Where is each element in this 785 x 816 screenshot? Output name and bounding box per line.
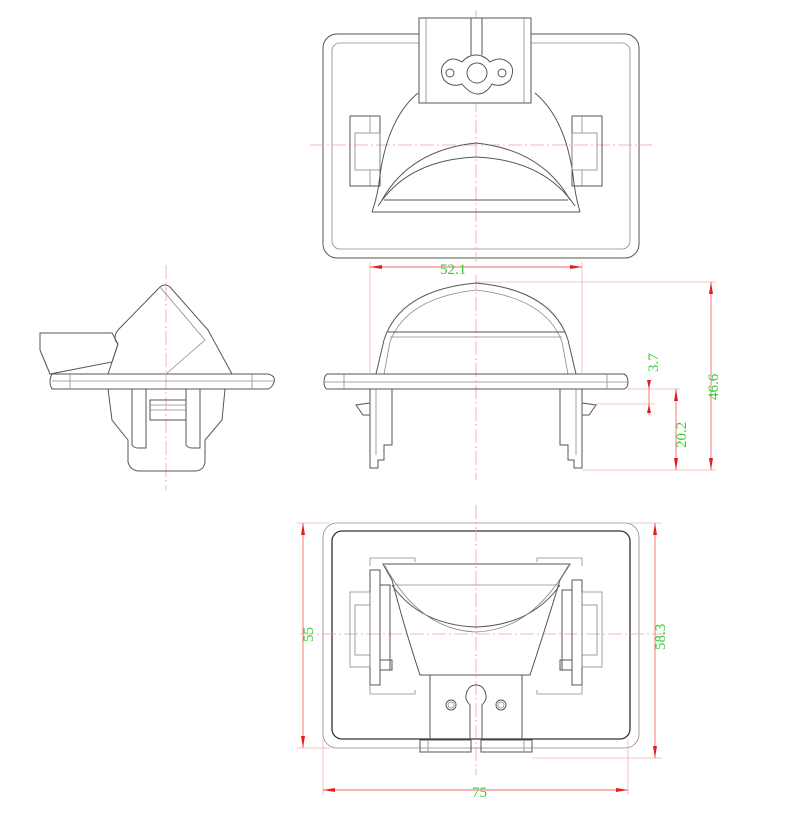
dimensions: 52.1 3.7 20.2 46.6 55 58.3 75	[297, 262, 722, 801]
dim-leg-height	[628, 388, 680, 470]
dim-label-flange-thickness: 3.7	[646, 353, 662, 372]
dim-bottom-outer-height	[532, 522, 662, 759]
left-side-view	[39, 265, 275, 490]
mounting-tab	[418, 17, 532, 104]
dim-bottom-width	[322, 740, 629, 795]
dim-label-bottom-width: 75	[472, 785, 487, 801]
dim-bottom-inner-height	[297, 522, 330, 749]
dim-label-overall-height: 46.6	[706, 373, 722, 400]
front-view	[323, 275, 629, 480]
front-right-leg	[559, 389, 597, 469]
dim-dome-width	[369, 262, 583, 374]
dim-label-bottom-inner-height: 55	[301, 627, 317, 642]
bottom-plate-inner	[331, 530, 631, 740]
top-right-clip	[571, 115, 603, 187]
front-left-leg	[355, 389, 393, 469]
top-view	[310, 10, 652, 262]
dim-label-leg-height: 20.2	[674, 422, 690, 448]
dim-label-dome-width: 52.1	[440, 262, 466, 278]
top-left-clip	[349, 115, 381, 187]
dim-flange-thickness	[596, 380, 655, 415]
bottom-mounting-tab	[419, 675, 533, 753]
bottom-left-clip	[349, 569, 393, 686]
dim-overall-height	[476, 281, 716, 471]
front-dome-outer	[375, 282, 577, 375]
bottom-view	[300, 505, 665, 775]
bottom-right-clip	[559, 579, 603, 686]
dim-label-bottom-outer-height: 58.3	[653, 624, 669, 650]
